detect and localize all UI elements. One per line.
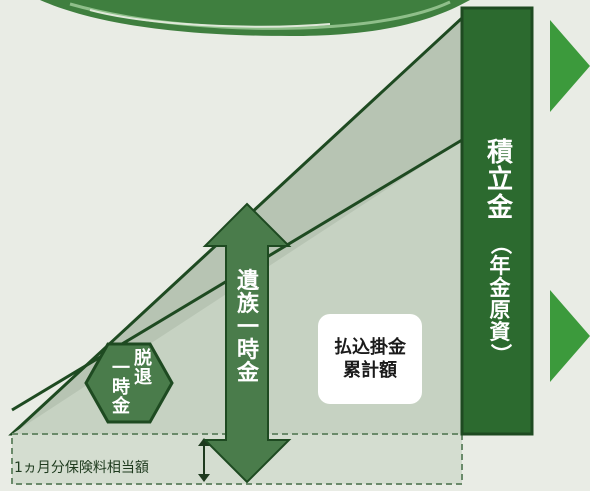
hexagon-badge-icon: [84, 342, 174, 424]
death-lump-sum-char: 族: [236, 292, 259, 318]
one-month-premium-label: 1ヵ月分保険料相当額: [14, 460, 149, 476]
fund-title-char: 積: [486, 138, 513, 168]
withdrawal-char: 金: [112, 395, 130, 417]
fund-title-char: 金: [486, 192, 513, 223]
right-triangle-arrow-icon: [550, 290, 590, 382]
withdrawal-lump-sum-label: 脱 退 一 時 金: [96, 346, 168, 418]
fund-subtitle-char: （: [488, 233, 513, 255]
fund-subtitle-char: ）: [488, 343, 513, 365]
fund-subtitle-char: 金: [489, 276, 511, 301]
withdrawal-char: 脱: [134, 348, 152, 369]
right-triangle-arrow-icon: [550, 20, 590, 112]
double-arrow-icon: [198, 438, 210, 482]
death-lump-sum-arrow: [202, 202, 292, 484]
fund-title-char: 立: [486, 165, 513, 196]
fund-subtitle-char: 資: [489, 320, 511, 345]
brush-stroke-banner-icon: [40, 0, 470, 36]
death-lump-sum-char: 時: [236, 338, 259, 364]
fund-subtitle: （ 年 金 原 資 ）: [470, 233, 530, 365]
withdrawal-col-right: 脱 退: [134, 348, 152, 388]
paid-premiums-box: 払込掛金 累計額: [318, 314, 422, 404]
fund-bar: [460, 6, 534, 436]
death-lump-sum-char: 一: [236, 315, 259, 341]
withdrawal-char: 時: [112, 376, 130, 398]
withdrawal-char: 退: [134, 366, 152, 388]
paid-premiums-line: 累計額: [343, 360, 397, 381]
death-lump-sum-char: 金: [236, 361, 259, 387]
withdrawal-col-left: 一 時 金: [112, 358, 130, 417]
paid-premiums-line: 払込掛金: [334, 336, 406, 358]
fund-subtitle-char: 年: [489, 254, 511, 279]
fund-subtitle-char: 原: [489, 298, 511, 323]
death-lump-sum-char: 遺: [236, 269, 259, 294]
withdrawal-char: 一: [112, 358, 130, 379]
death-lump-sum-label: 遺 族 一 時 金: [228, 269, 268, 387]
fund-title: 積 立 金: [470, 138, 530, 223]
